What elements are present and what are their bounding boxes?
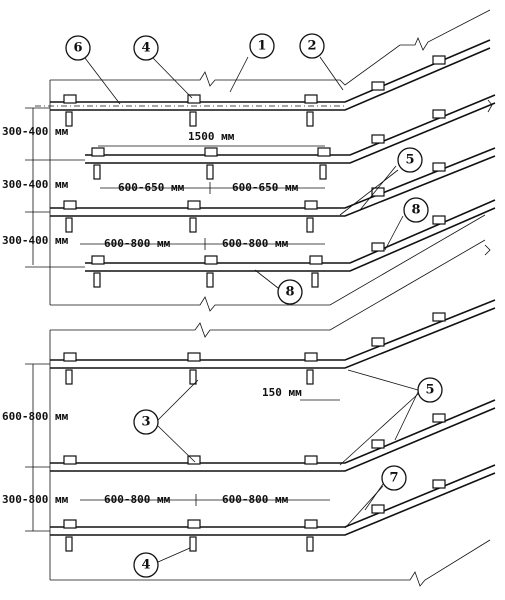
- dim-span-1500: 1500 мм: [188, 130, 235, 143]
- dim-bracket-b2: 600-800 мм: [222, 237, 289, 250]
- callout-5-upper: 5: [397, 147, 423, 173]
- horizontal-dimension-lines: [80, 145, 340, 506]
- tray-row-5: [50, 299, 496, 369]
- dim-bracket-a1: 600-650 мм: [118, 181, 185, 194]
- callout-7: 7: [381, 465, 407, 491]
- callout-6: 6: [65, 35, 91, 61]
- dim-v-gap-5: 300-800 мм: [2, 493, 69, 506]
- svg-text:5: 5: [425, 383, 434, 398]
- dim-bracket-a2: 600-650 мм: [232, 181, 299, 194]
- mounting-brackets: [63, 55, 446, 552]
- dim-v-gap-3: 300-400 мм: [2, 234, 69, 247]
- callout-3: 3: [133, 409, 159, 435]
- dim-bracket-c2: 600-800 мм: [222, 493, 289, 506]
- tray-row-2: [85, 94, 496, 164]
- dim-v-gap-2: 300-400 мм: [2, 178, 69, 191]
- wall-outline: [49, 9, 493, 587]
- dim-bracket-b1: 600-800 мм: [104, 237, 171, 250]
- svg-text:4: 4: [141, 41, 150, 56]
- tray-row-4: [85, 199, 496, 272]
- tray-row-6: [50, 399, 496, 472]
- svg-text:5: 5: [405, 153, 414, 168]
- callout-2: 2: [299, 33, 325, 59]
- svg-text:3: 3: [141, 415, 150, 430]
- callout-4-bottom: 4: [133, 552, 159, 578]
- callout-4-top: 4: [133, 35, 159, 61]
- svg-text:7: 7: [389, 471, 398, 486]
- dim-bracket-c1: 600-800 мм: [104, 493, 171, 506]
- callout-leaders: [84, 56, 419, 563]
- callout-8-lower: 8: [277, 279, 303, 305]
- svg-text:1: 1: [257, 39, 266, 54]
- dim-v-gap-4: 600-800 мм: [2, 410, 69, 423]
- callout-8-upper: 8: [403, 197, 429, 223]
- dim-v-gap-1: 300-400 мм: [2, 125, 69, 138]
- svg-text:6: 6: [73, 41, 82, 56]
- callout-1: 1: [249, 33, 275, 59]
- vertical-dimension-lines: [25, 107, 85, 532]
- dim-gap-150: 150 мм: [262, 386, 302, 399]
- callout-5-lower: 5: [417, 377, 443, 403]
- svg-text:8: 8: [285, 285, 294, 300]
- svg-text:2: 2: [307, 39, 316, 54]
- svg-text:4: 4: [141, 558, 150, 573]
- svg-text:8: 8: [411, 203, 420, 218]
